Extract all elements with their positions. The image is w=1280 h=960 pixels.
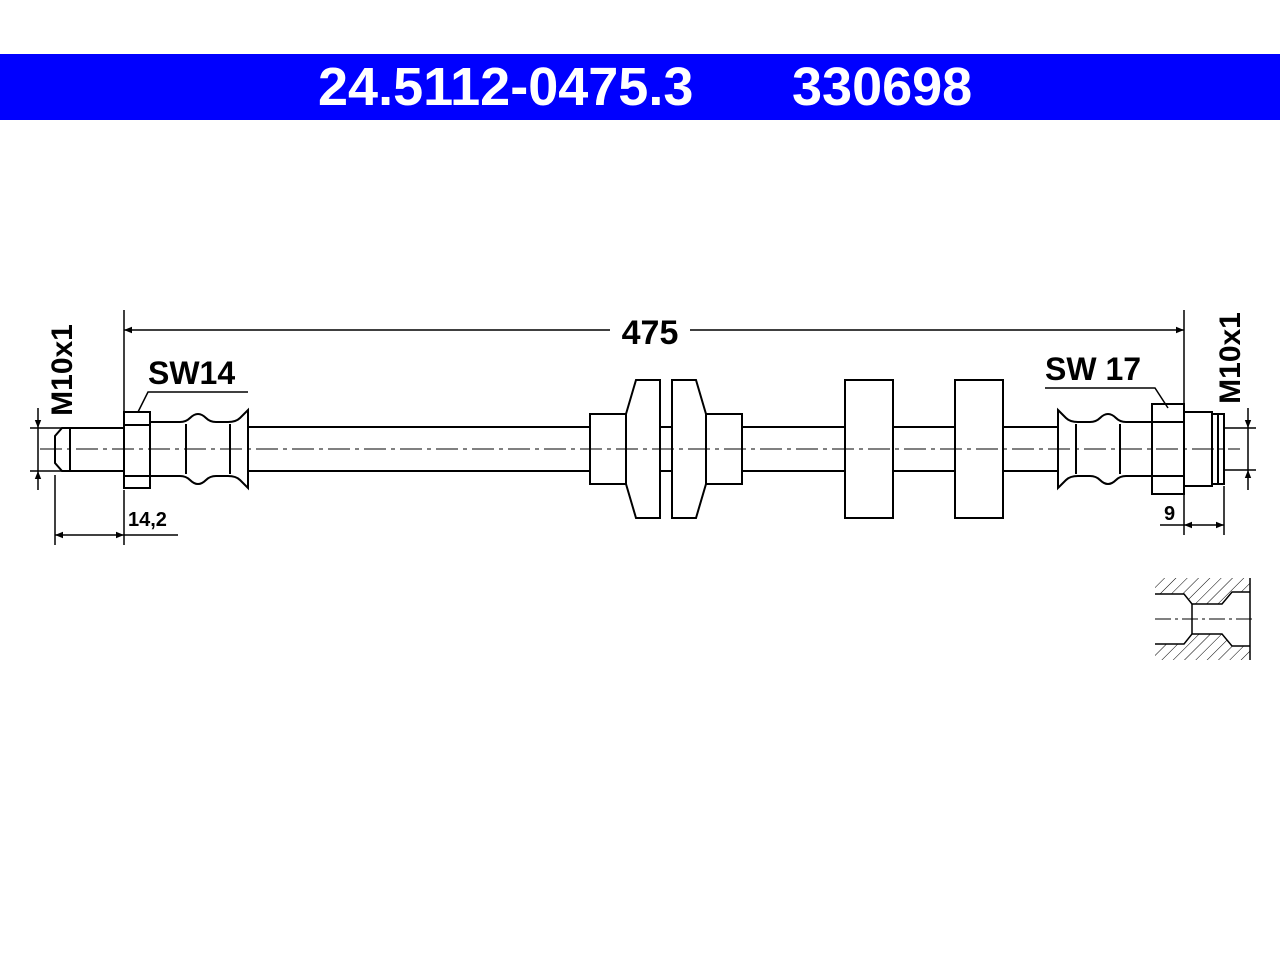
reference-number: 330698 — [792, 57, 973, 117]
right-wrench-leader — [1045, 387, 1169, 409]
left-thread-length-label: 14,2 — [128, 509, 167, 531]
right-thread-label: M10x1 — [1214, 312, 1247, 404]
overall-length-label: 475 — [622, 314, 679, 352]
part-number: 24.5112-0475.3 — [318, 57, 694, 117]
left-wrench-size-label: SW14 — [148, 355, 235, 391]
right-thread-length-label: 9 — [1164, 503, 1175, 525]
left-thread-label: M10x1 — [46, 324, 79, 416]
right-wrench-size-label: SW 17 — [1045, 351, 1141, 387]
port-section-detail — [1155, 578, 1255, 660]
header-bar: 24.5112-0475.3 330698 — [0, 54, 1280, 120]
left-wrench-leader — [137, 391, 248, 413]
